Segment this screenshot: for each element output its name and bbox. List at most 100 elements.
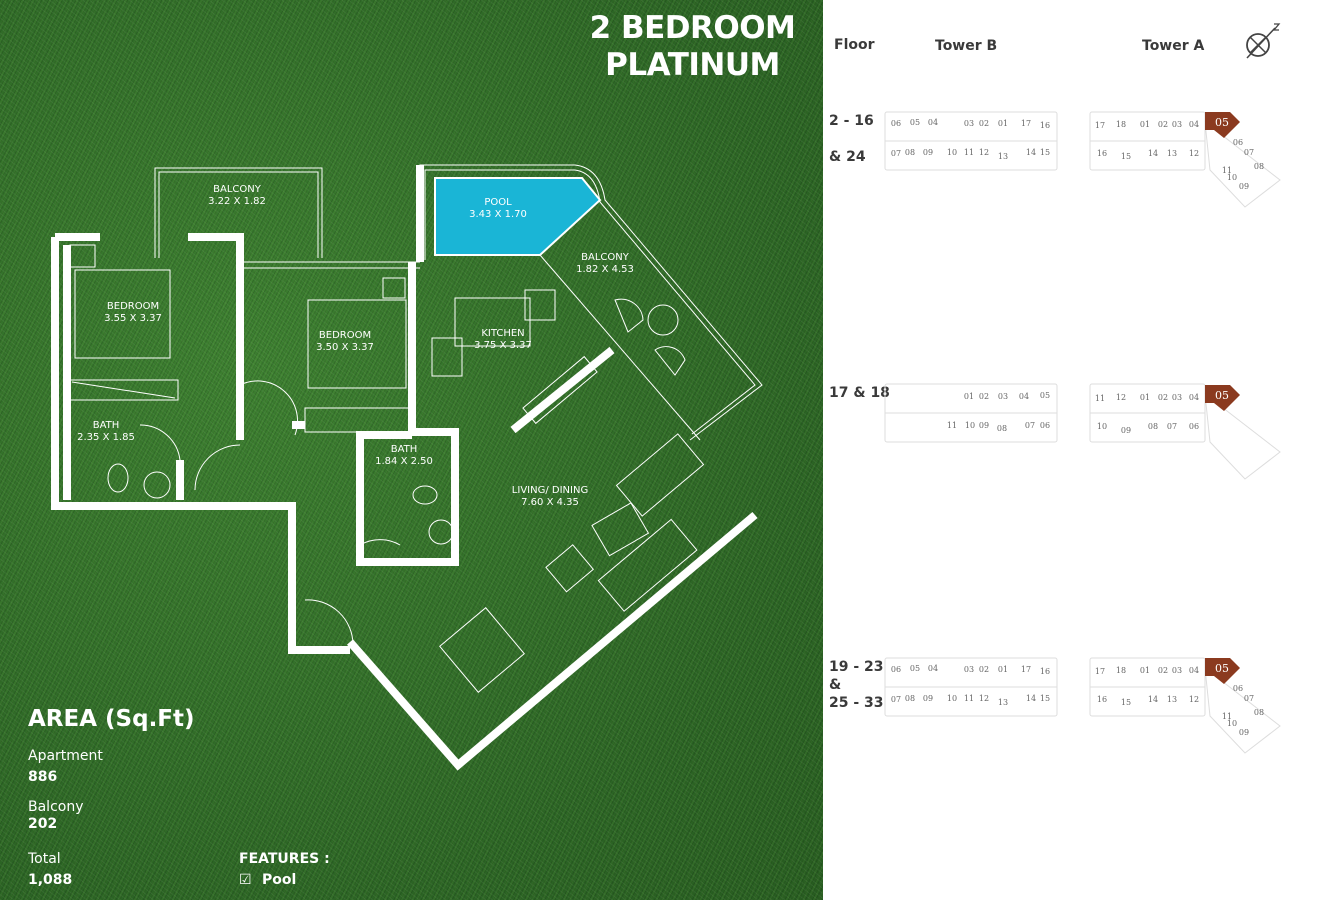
unit-number: 06 xyxy=(1233,138,1243,147)
unit-number: 02 xyxy=(1158,120,1168,129)
room-size: 1.84 X 2.50 xyxy=(375,456,433,467)
walls xyxy=(51,165,758,771)
room-name: BATH xyxy=(93,420,120,431)
unit-number: 04 xyxy=(928,118,938,127)
unit-number: 16 xyxy=(1097,149,1107,158)
unit-number: 13 xyxy=(1167,695,1177,704)
room-size: 7.60 X 4.35 xyxy=(521,497,579,508)
unit-number: 01 xyxy=(1140,666,1150,675)
unit-number: 07 xyxy=(1244,694,1254,703)
keyplan-outline xyxy=(1089,111,1281,208)
unit-number: 10 xyxy=(1227,173,1237,182)
unit-number: 04 xyxy=(1189,120,1199,129)
unit-number: 09 xyxy=(923,148,933,157)
unit-number: 13 xyxy=(998,152,1008,161)
unit-number: 03 xyxy=(964,665,974,674)
room-size: 2.35 X 1.85 xyxy=(77,432,135,443)
unit-number: 01 xyxy=(964,392,974,401)
pool xyxy=(434,177,602,256)
unit-number: 16 xyxy=(1040,667,1050,676)
keyplan-outline xyxy=(1089,657,1281,754)
unit-number: 04 xyxy=(1019,392,1029,401)
unit-number: 15 xyxy=(1121,152,1131,161)
unit-number: 02 xyxy=(1158,393,1168,402)
unit-number: 01 xyxy=(1140,120,1150,129)
unit-number: 05 xyxy=(1215,116,1229,129)
room-size: 3.55 X 3.37 xyxy=(104,313,162,324)
room-size: 3.50 X 3.37 xyxy=(316,342,374,353)
unit-number: 10 xyxy=(1227,719,1237,728)
unit-number: 01 xyxy=(1140,393,1150,402)
unit-number: 12 xyxy=(1116,393,1126,402)
unit-number: 17 xyxy=(1095,121,1105,130)
unit-number: 08 xyxy=(1254,708,1264,717)
unit-number: 09 xyxy=(923,694,933,703)
unit-number: 15 xyxy=(1040,148,1050,157)
unit-number: 08 xyxy=(997,424,1007,433)
unit-number: 02 xyxy=(979,665,989,674)
unit-number: 13 xyxy=(998,698,1008,707)
balcony-area-value: 202 xyxy=(28,816,58,832)
unit-number: 14 xyxy=(1148,695,1158,704)
highlighted-unit xyxy=(1205,658,1240,684)
highlighted-unit xyxy=(1205,385,1240,411)
balcony-outline xyxy=(154,167,323,258)
unit-number: 15 xyxy=(1121,698,1131,707)
unit-number: 11 xyxy=(947,421,957,430)
room-size: 3.43 X 1.70 xyxy=(469,209,527,220)
apartment-area-value: 886 xyxy=(28,769,58,785)
unit-number: 12 xyxy=(979,694,989,703)
tower-b-header: Tower B xyxy=(935,38,998,54)
room-name: POOL xyxy=(484,197,512,208)
unit-number: 15 xyxy=(1040,694,1050,703)
unit-number: 12 xyxy=(979,148,989,157)
feature-item: ☑ Pool xyxy=(239,872,296,888)
unit-number: 06 xyxy=(891,665,901,674)
unit-number: 18 xyxy=(1116,120,1126,129)
balcony-area-label: Balcony xyxy=(28,799,84,815)
unit-number: 07 xyxy=(1025,421,1035,430)
unit-number: 14 xyxy=(1026,148,1036,157)
room-size: 1.82 X 4.53 xyxy=(576,264,634,275)
highlighted-unit xyxy=(1205,112,1240,138)
unit-number: 13 xyxy=(1167,149,1177,158)
unit-number: 04 xyxy=(1189,666,1199,675)
unit-number: 17 xyxy=(1095,667,1105,676)
room-size: 3.22 X 1.82 xyxy=(208,196,266,207)
unit-number: 02 xyxy=(979,119,989,128)
room-name: BALCONY xyxy=(581,252,630,263)
unit-number: 03 xyxy=(1172,120,1182,129)
feature-label: Pool xyxy=(262,872,297,888)
unit-number: 10 xyxy=(1097,422,1107,431)
room-name: BEDROOM xyxy=(319,330,371,341)
unit-number: 05 xyxy=(910,118,920,127)
unit-number: 17 xyxy=(1021,665,1031,674)
apartment-area-label: Apartment xyxy=(28,748,103,764)
unit-number: 04 xyxy=(928,664,938,673)
keyplan-outline xyxy=(884,383,1058,443)
unit-number: 11 xyxy=(964,694,974,703)
unit-number: 12 xyxy=(1189,695,1199,704)
room-name: BALCONY xyxy=(213,184,262,195)
unit-number: 05 xyxy=(1215,662,1229,675)
title-line: 2 BEDROOM xyxy=(589,10,796,46)
balcony-outline xyxy=(419,164,763,441)
unit-number: 09 xyxy=(1121,426,1131,435)
unit-number: 07 xyxy=(1167,422,1177,431)
unit-number: 03 xyxy=(1172,393,1182,402)
room-name: BATH xyxy=(391,444,418,455)
floor-header: Floor xyxy=(834,37,875,53)
total-area-label: Total xyxy=(28,851,61,867)
unit-number: 07 xyxy=(1244,148,1254,157)
unit-number: 18 xyxy=(1116,666,1126,675)
unit-number: 06 xyxy=(1233,684,1243,693)
north-arrow-icon xyxy=(1246,23,1281,59)
tower-a-header: Tower A xyxy=(1142,38,1205,54)
